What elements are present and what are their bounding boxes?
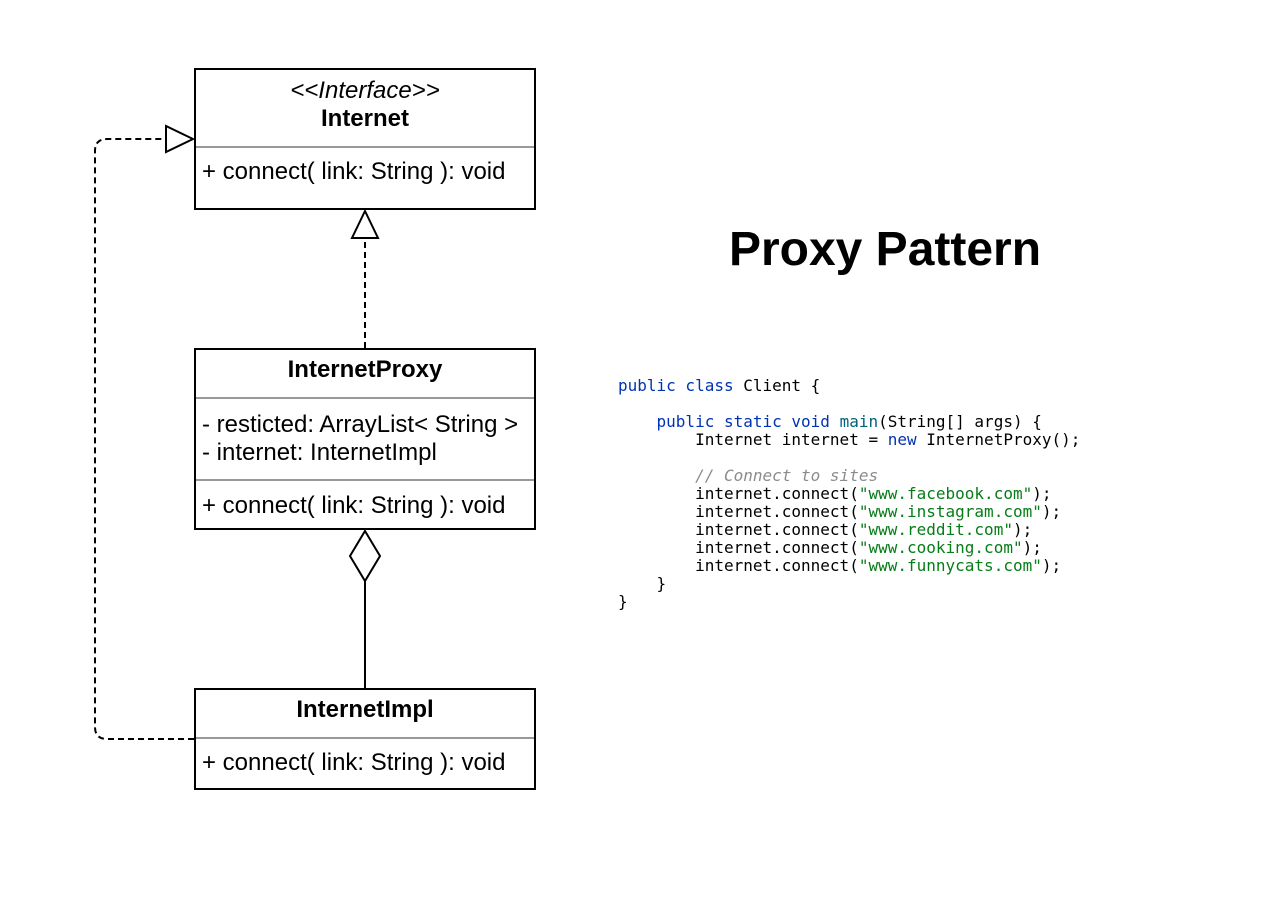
stereotype-label: <<Interface>> xyxy=(290,77,440,104)
code-text: ); xyxy=(1032,484,1052,503)
attribute-resticted: - resticted: ArrayList< String > xyxy=(202,411,519,438)
class-box-internet-proxy: InternetProxy - resticted: ArrayList< St… xyxy=(194,348,536,530)
realization-impl-internet-arrowhead xyxy=(165,124,196,154)
code-text: ); xyxy=(1041,502,1062,521)
code-line: public static void main(String[] args) { xyxy=(618,412,1042,431)
attribute-internet: - internet: InternetImpl xyxy=(202,439,437,466)
code-string: "www.instagram.com" xyxy=(858,502,1042,521)
operation-connect: + connect( link: String ): void xyxy=(202,749,506,776)
code-string: "www.cooking.com" xyxy=(858,538,1023,557)
code-text: } xyxy=(618,592,628,611)
code-line: internet.connect("www.instagram.com"); xyxy=(618,502,1061,521)
code-text: internet.connect( xyxy=(695,502,859,521)
code-text: internet.connect( xyxy=(695,520,859,539)
realization-proxy-internet-arrowhead xyxy=(350,208,380,239)
class-separator xyxy=(196,146,534,148)
class-header-internet: <<Interface>> Internet xyxy=(196,70,534,146)
code-string: "www.facebook.com" xyxy=(858,484,1033,503)
code-string: "www.reddit.com" xyxy=(858,520,1013,539)
code-text: Client { xyxy=(733,376,821,395)
code-function: main xyxy=(839,412,879,431)
code-line: } xyxy=(618,574,667,593)
code-line: Internet internet = new InternetProxy(); xyxy=(618,430,1080,449)
operation-connect: + connect( link: String ): void xyxy=(202,158,506,185)
class-box-internet: <<Interface>> Internet + connect( link: … xyxy=(194,68,536,210)
code-keyword: public static void xyxy=(656,412,830,431)
code-keyword: public class xyxy=(618,376,734,395)
code-text: ); xyxy=(1041,556,1062,575)
class-name-internet: Internet xyxy=(320,105,409,132)
class-header-internet-proxy: InternetProxy xyxy=(196,350,534,397)
class-operations-internet-proxy: + connect( link: String ): void xyxy=(196,481,534,520)
code-line: internet.connect("www.facebook.com"); xyxy=(618,484,1051,503)
diagram-title: Proxy Pattern xyxy=(728,223,1042,276)
code-text: internet.connect( xyxy=(695,484,859,503)
operation-connect: + connect( link: String ): void xyxy=(202,492,506,519)
class-name-internet-impl: InternetImpl xyxy=(296,696,434,723)
aggregation-diamond xyxy=(348,529,382,583)
code-keyword: new xyxy=(887,430,917,449)
code-line: public class Client { xyxy=(618,376,820,395)
code-line: internet.connect("www.funnycats.com"); xyxy=(618,556,1061,575)
code-line: } xyxy=(618,592,628,611)
code-text: (String[] args) { xyxy=(878,412,1042,431)
class-box-internet-impl: InternetImpl + connect( link: String ): … xyxy=(194,688,536,790)
code-text: internet.connect( xyxy=(695,538,859,557)
code-text: internet.connect( xyxy=(695,556,859,575)
code-line: // Connect to sites xyxy=(618,466,878,485)
class-separator xyxy=(196,737,534,739)
code-comment: // Connect to sites xyxy=(695,466,879,485)
code-line: internet.connect("www.cooking.com"); xyxy=(618,538,1042,557)
code-text: InternetProxy(); xyxy=(916,430,1081,449)
class-separator xyxy=(196,397,534,399)
code-text: } xyxy=(656,574,667,593)
class-name-internet-proxy: InternetProxy xyxy=(287,356,443,383)
realization-impl-internet-line xyxy=(94,138,194,740)
class-header-internet-impl: InternetImpl xyxy=(196,690,534,737)
class-attributes-internet-proxy: - resticted: ArrayList< String > - inter… xyxy=(196,399,534,479)
code-snippet: public class Client { public static void… xyxy=(618,377,1080,611)
code-line: internet.connect("www.reddit.com"); xyxy=(618,520,1032,539)
code-string: "www.funnycats.com" xyxy=(858,556,1042,575)
code-text: ); xyxy=(1012,520,1033,539)
class-operations-internet-impl: + connect( link: String ): void xyxy=(196,739,534,777)
class-operations-internet: + connect( link: String ): void xyxy=(196,148,534,186)
class-separator xyxy=(196,479,534,481)
code-text: Internet internet = xyxy=(695,430,888,449)
code-text: ); xyxy=(1022,538,1042,557)
